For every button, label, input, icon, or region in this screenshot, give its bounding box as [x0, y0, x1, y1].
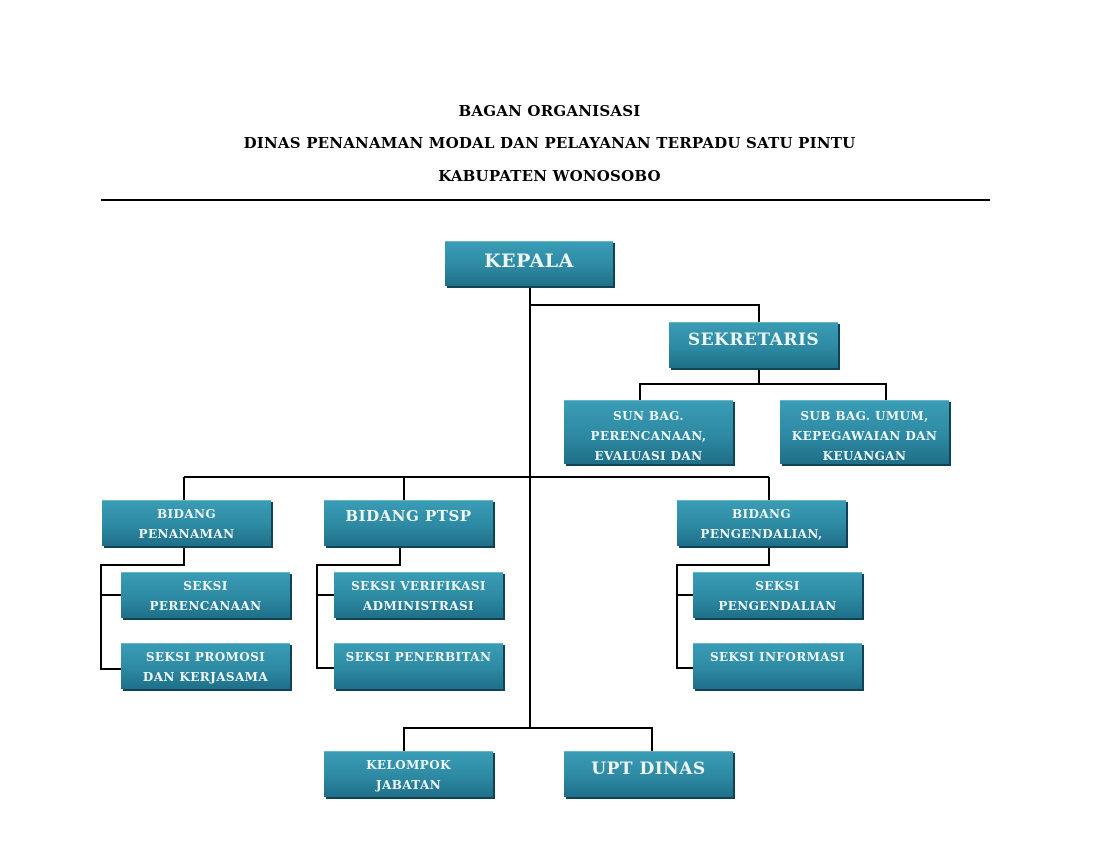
node-upt-dinas-label: UPT DINAS [591, 759, 706, 779]
node-subbag-umum: SUB BAG. UMUM, KEPEGAWAIAN DAN KEUANGAN [780, 400, 949, 464]
label-line: SEKSI INFORMASI [709, 650, 846, 664]
label-line: EVALUASI DAN [594, 449, 703, 463]
label-line: SEKSI PENERBITAN [345, 650, 492, 664]
agency-name: DINAS PENANAMAN MODAL DAN PELAYANAN TERP… [243, 134, 856, 152]
ptsp-seksi-line [316, 546, 401, 669]
label-line: KELOMPOK [366, 758, 451, 772]
node-seksi-informasi: SEKSI INFORMASI [693, 643, 862, 689]
label-line: SEKSI [755, 579, 800, 593]
label-line: JABATAN [375, 778, 442, 792]
label-line: PENGENDALIAN [718, 599, 837, 613]
label-line: SEKSI PROMOSI [145, 650, 266, 664]
node-kepala-label: KEPALA [484, 250, 574, 272]
node-kelompok-jabatan: KELOMPOK JABATAN [324, 751, 493, 797]
node-kepala: KEPALA [445, 241, 613, 286]
label-line: SEKSI VERIFIKASI [351, 579, 486, 593]
node-sekretaris: SEKRETARIS [669, 322, 838, 368]
label-line: BIDANG [731, 507, 792, 521]
label-line: SEKSI [183, 579, 228, 593]
label-line: PENANAMAN [138, 527, 235, 541]
title-divider [101, 199, 990, 201]
chart-title: BAGAN ORGANISASI [458, 102, 641, 120]
penanaman-seksi-line [100, 546, 185, 670]
kepala-sekretaris-line [530, 304, 760, 322]
node-upt-dinas: UPT DINAS [564, 751, 733, 797]
node-bidang-pengendalian: BIDANG PENGENDALIAN, [677, 500, 846, 546]
label-line: KEUANGAN [822, 449, 907, 463]
bottom-branch-line [403, 727, 653, 751]
label-line: PERENCANAAN [149, 599, 262, 613]
label-line: SUN BAG. [613, 409, 684, 423]
node-subbag-perencanaan: SUN BAG. PERENCANAAN, EVALUASI DAN [564, 400, 733, 464]
label-line: ADMINISTRASI [362, 599, 475, 613]
pengendalian-seksi-line [676, 546, 770, 669]
node-seksi-pengendalian: SEKSI PENGENDALIAN [693, 572, 862, 618]
node-seksi-promosi: SEKSI PROMOSI DAN KERJASAMA [121, 643, 290, 689]
node-seksi-verifikasi: SEKSI VERIFIKASI ADMINISTRASI [334, 572, 503, 618]
node-sekretaris-label: SEKRETARIS [687, 330, 820, 350]
node-bidang-ptsp: BIDANG PTSP [324, 500, 493, 546]
label-line: BIDANG [156, 507, 217, 521]
label-line: DAN KERJASAMA [142, 670, 269, 684]
subbag-branch-line [639, 383, 887, 400]
node-bidang-penanaman: BIDANG PENANAMAN [102, 500, 271, 546]
node-bidang-ptsp-label: BIDANG PTSP [345, 507, 472, 525]
label-line: SUB BAG. UMUM, [800, 409, 929, 423]
label-line: KEPEGAWAIAN DAN [791, 429, 938, 443]
node-seksi-perencanaan: SEKSI PERENCANAAN [121, 572, 290, 618]
region-name: KABUPATEN WONOSOBO [438, 167, 661, 185]
label-line: PERENCANAAN, [590, 429, 707, 443]
node-seksi-penerbitan: SEKSI PENERBITAN [334, 643, 503, 689]
label-line: PENGENDALIAN, [700, 527, 823, 541]
